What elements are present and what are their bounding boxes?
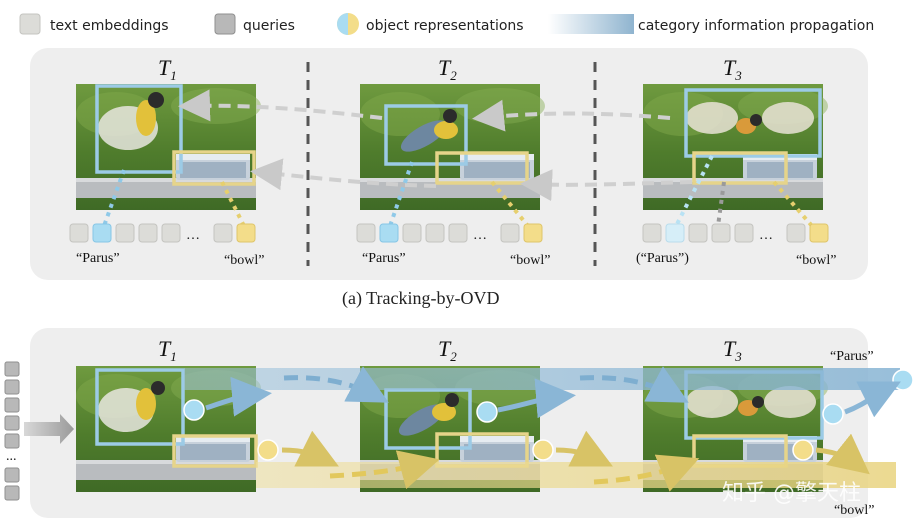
bbox-bowl-t2 bbox=[435, 151, 529, 185]
bird-t2 bbox=[400, 109, 458, 152]
legend: text embeddings queries object represent… bbox=[19, 13, 874, 35]
word-bowl-t3: “bowl” bbox=[796, 253, 836, 268]
legend-queries: queries bbox=[243, 18, 295, 34]
object-rep-bird-t3 bbox=[822, 403, 844, 425]
ellipsis-t3: … bbox=[759, 228, 773, 243]
flow-bird-t3 bbox=[844, 381, 901, 418]
object-rep-bowl-t1 bbox=[257, 439, 279, 461]
ellipsis-t1: … bbox=[186, 228, 200, 243]
bbox-bird-t2 bbox=[384, 104, 468, 166]
bbox-bowl-t3 bbox=[692, 151, 788, 185]
token-row-t3 bbox=[642, 223, 829, 243]
frame-label-b-t3: T3 bbox=[723, 336, 742, 364]
object-rep-bird-out bbox=[892, 369, 914, 391]
bird-t3 bbox=[686, 102, 814, 134]
frame-image-t1 bbox=[76, 84, 261, 210]
object-rep-bird-t2 bbox=[476, 401, 498, 423]
object-rep-bowl-t3 bbox=[792, 439, 814, 461]
frame-label-t3: T3 bbox=[723, 55, 742, 83]
frame-image-t3 bbox=[643, 84, 828, 210]
query-stack-ellipsis: ... bbox=[6, 449, 17, 464]
text-embedding-swatch bbox=[19, 13, 41, 35]
legend-object-representations: object representations bbox=[366, 18, 524, 34]
legend-text-embeddings: text embeddings bbox=[50, 18, 169, 34]
link-bowl-token-t3 bbox=[772, 180, 814, 228]
bird-b-t2 bbox=[398, 393, 459, 436]
dashed-bowl-to-t3 bbox=[593, 454, 700, 492]
frame-label-b-t1: T1 bbox=[158, 336, 177, 364]
frame-label-b-t2: T2 bbox=[438, 336, 457, 364]
bird-b-t3 bbox=[686, 386, 816, 418]
link-bowl-token-t2 bbox=[490, 180, 530, 228]
panel-propagation: ... T1 T2 T3 bbox=[4, 328, 914, 518]
propagation-swatch bbox=[548, 14, 634, 34]
query-swatch bbox=[214, 13, 236, 35]
association-arrow-bird-t3-t2 bbox=[472, 99, 671, 132]
link-bird-token-t2 bbox=[388, 161, 414, 227]
token-row-t1 bbox=[69, 223, 256, 243]
word-parus-t1: “Parus” bbox=[76, 251, 120, 266]
dashed-bowl-to-t2 bbox=[329, 450, 440, 490]
panel-tracking-by-ovd: T1 T2 T3 bbox=[30, 48, 868, 280]
watermark: 知乎 @擎天柱 bbox=[722, 481, 861, 506]
ellipsis-t2: … bbox=[473, 228, 487, 243]
dashed-bird-to-t2 bbox=[283, 366, 389, 403]
association-arrow-bird-t2-t1 bbox=[178, 89, 383, 122]
link-bird-token-t1 bbox=[102, 169, 126, 227]
frame-label-t1: T1 bbox=[158, 55, 177, 83]
word-parus-t3: (“Parus”) bbox=[636, 251, 689, 266]
stream-label-bowl: “bowl” bbox=[834, 503, 874, 518]
bird-b-t1 bbox=[98, 381, 165, 432]
link-bird-token-t3 bbox=[674, 155, 714, 227]
association-arrow-bowl-t2-t1 bbox=[250, 158, 437, 191]
flow-bowl-t2 bbox=[555, 430, 613, 467]
stream-label-parus: “Parus” bbox=[830, 349, 874, 364]
dashed-bird-to-t3 bbox=[579, 366, 689, 403]
query-stack bbox=[4, 361, 20, 501]
bbox-bird-t1 bbox=[95, 84, 183, 174]
flow-bowl-t3 bbox=[815, 433, 870, 475]
word-parus-t2: “Parus” bbox=[362, 251, 406, 266]
legend-category-propagation: category information propagation bbox=[638, 18, 874, 34]
flow-bird-t2 bbox=[497, 378, 576, 419]
link-query-token-t3 bbox=[716, 181, 726, 227]
bbox-b-bird-t1 bbox=[95, 368, 185, 446]
association-arrow-bowl-t3-t2 bbox=[520, 169, 693, 202]
object-rep-bird-t1 bbox=[183, 399, 205, 421]
bbox-b-bowl-t1 bbox=[172, 434, 258, 468]
object-rep-bowl-t2 bbox=[532, 439, 554, 461]
bbox-bird-t3 bbox=[684, 88, 822, 158]
flow-bird-t1 bbox=[205, 376, 272, 417]
word-bowl-t2: “bowl” bbox=[510, 253, 550, 268]
object-representation-swatch bbox=[337, 13, 359, 35]
bird-t1 bbox=[98, 92, 164, 150]
word-bowl-t1: “bowl” bbox=[224, 253, 264, 268]
frame-label-t2: T2 bbox=[438, 55, 457, 83]
input-arrow bbox=[24, 414, 74, 444]
token-row-t2 bbox=[356, 223, 543, 243]
flow-bowl-t1 bbox=[281, 430, 339, 467]
panel-a-caption: (a) Tracking-by-OVD bbox=[342, 288, 499, 309]
